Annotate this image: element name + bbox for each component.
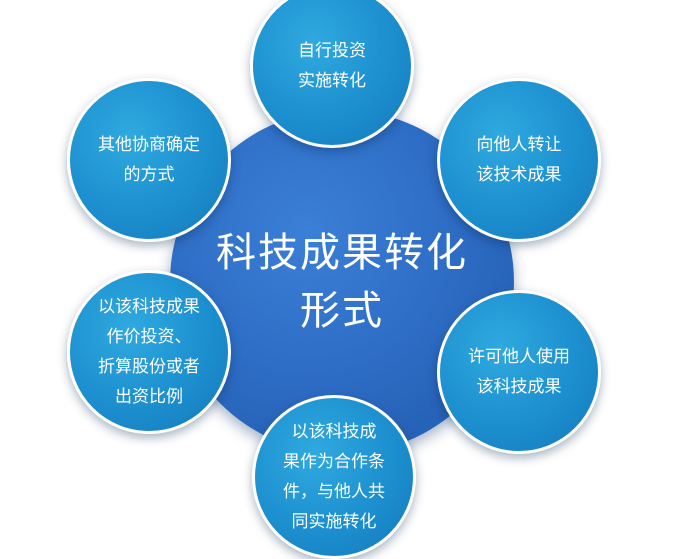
node-label-line: 以该科技成 <box>291 422 377 442</box>
node-label-line: 件，与他人共 <box>283 482 385 502</box>
node-label-line: 以该科技成果 <box>98 297 200 317</box>
node-label-line: 许可他人使用 <box>468 347 570 367</box>
node-label-line: 同实施转化 <box>291 512 377 532</box>
center-title-line-2: 形式 <box>300 288 384 334</box>
conversion-forms-diagram: 科技成果转化 形式 自行投资 实施转化 向他人转让 该技术成果 许可他人使用 该… <box>67 0 601 559</box>
node-equity-investment: 以该科技成果 作价投资、 折算股份或者 出资比例 <box>67 270 231 434</box>
node-label-line: 的方式 <box>123 165 175 185</box>
node-label-line: 折算股份或者 <box>98 357 200 377</box>
node-self-investment: 自行投资 实施转化 <box>250 0 414 148</box>
node-other-negotiated: 其他协商确定 的方式 <box>67 78 231 242</box>
node-label-line: 出资比例 <box>115 387 183 407</box>
center-title-line-1: 科技成果转化 <box>216 230 468 276</box>
node-label-line: 向他人转让 <box>476 135 562 155</box>
node-label-line: 该技术成果 <box>476 165 562 185</box>
node-label-line: 自行投资 <box>298 41 366 61</box>
node-transfer: 向他人转让 该技术成果 <box>437 78 601 242</box>
node-label-line: 其他协商确定 <box>98 135 200 155</box>
node-license: 许可他人使用 该科技成果 <box>437 290 601 454</box>
node-label-line: 果作为合作条 <box>283 452 385 472</box>
node-label-line: 该科技成果 <box>476 377 562 397</box>
node-label-line: 作价投资、 <box>106 327 192 347</box>
node-cooperation: 以该科技成 果作为合作条 件，与他人共 同实施转化 <box>252 395 416 559</box>
node-label-line: 实施转化 <box>298 71 366 91</box>
